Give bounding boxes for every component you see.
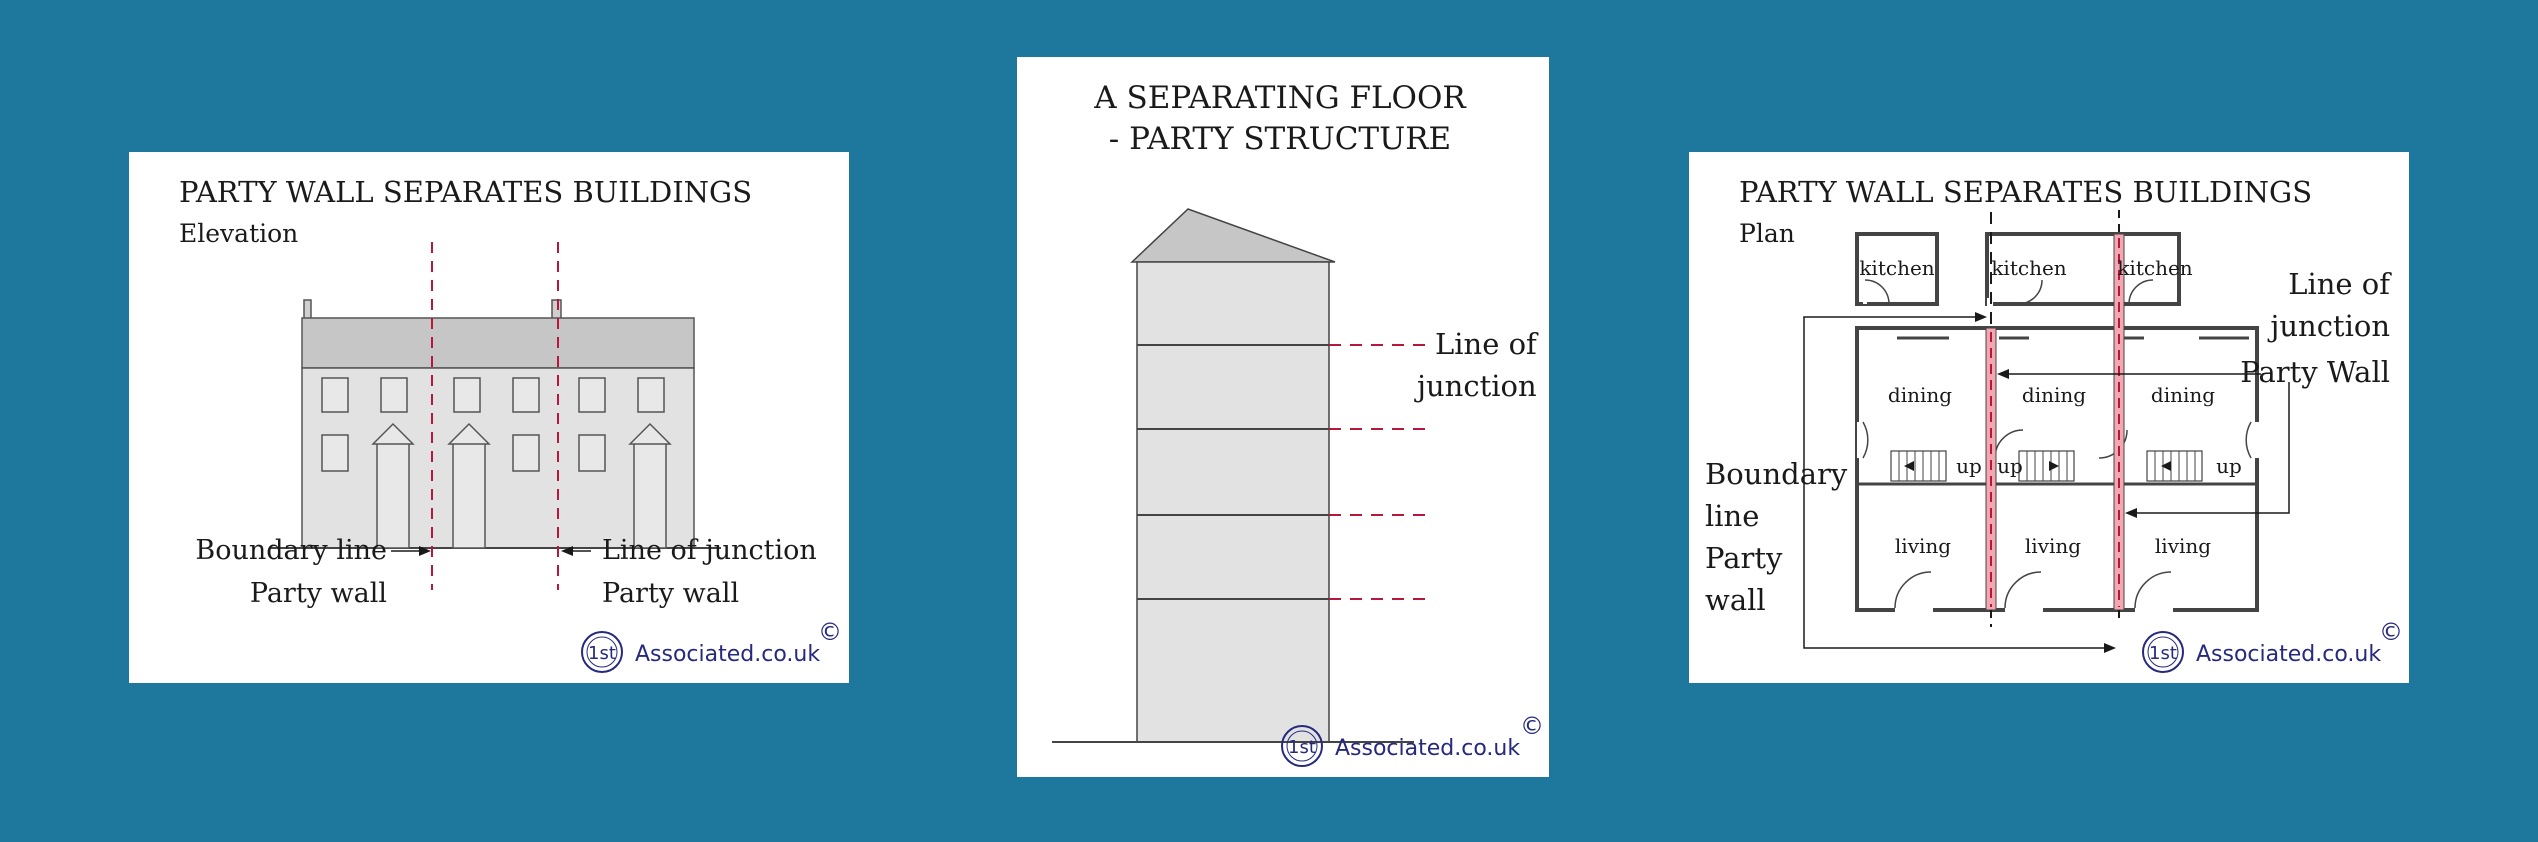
plan-junction-label-1: Line of (2288, 267, 2392, 301)
kitchen-label-3: kitchen (2117, 256, 2192, 280)
plan-boundary-label-1: Boundary (1705, 457, 1848, 491)
floor-junction-label-2: junction (1414, 369, 1537, 403)
brand-site: Associated.co.uk (635, 642, 820, 667)
front-doors (371, 422, 672, 549)
floor-junction-label-1: Line of (1435, 327, 1539, 361)
door-swings (1862, 279, 2252, 609)
terrace-roof (301, 317, 695, 369)
copyright-icon: © (2379, 618, 2403, 646)
boundary-arrowhead (419, 546, 431, 556)
boundary-bracket (1803, 316, 2107, 649)
elevation-party-wall-label-left: Party wall (250, 578, 387, 609)
elevation-boundary-label: Boundary line (195, 535, 387, 566)
kitchen-outlines (1855, 232, 2181, 306)
floor-lines (1137, 344, 1329, 600)
elevation-party-wall-label-right: Party wall (602, 578, 739, 609)
dining-label-1: dining (1888, 383, 1952, 407)
floor-title-line-2: - PARTY STRUCTURE (1109, 121, 1451, 157)
tower-body (1136, 261, 1330, 743)
junction-arrowhead (561, 546, 573, 556)
brand-badge: 1st (2149, 643, 2177, 664)
living-label-3: living (2155, 534, 2211, 558)
up-label-2: up (1997, 454, 2023, 478)
plan-subtitle: Plan (1739, 219, 1795, 248)
plan-junction-label-3: Party Wall (2240, 355, 2390, 389)
brand-logo: 1st Associated.co.uk © (581, 618, 842, 673)
terrace-facade (301, 367, 695, 549)
copyright-icon: © (818, 618, 842, 646)
dining-label-2: dining (2022, 383, 2086, 407)
separating-floor-diagram-panel: A SEPARATING FLOOR - PARTY STRUCTURE Lin… (1017, 57, 1549, 777)
plan-title: PARTY WALL SEPARATES BUILDINGS (1739, 175, 2312, 209)
boundary-bottom-arrowhead (2104, 643, 2116, 653)
plan-boundary-label-3: Party (1705, 541, 1783, 575)
brand-badge-icon (1281, 725, 1323, 767)
plan-boundary-label-4: wall (1705, 583, 1766, 617)
elevation-diagram-panel: PARTY WALL SEPARATES BUILDINGS Elevation (129, 152, 849, 683)
brand-logo: 1st Associated.co.uk © (1281, 712, 1544, 767)
copyright-icon: © (1520, 712, 1544, 740)
plan-junction-label-2: junction (2267, 309, 2390, 343)
elevation-subtitle: Elevation (179, 219, 298, 248)
stair-treads (1898, 451, 2196, 481)
elevation-diagram: PARTY WALL SEPARATES BUILDINGS Elevation (179, 175, 842, 673)
up-label-3: up (2216, 454, 2242, 478)
living-label-1: living (1895, 534, 1951, 558)
kitchen-label-1: kitchen (1859, 256, 1934, 280)
tower-roof (1130, 208, 1336, 263)
kitchen-label-2: kitchen (1991, 256, 2066, 280)
brand-badge-icon (581, 631, 623, 673)
junction-top-arrowhead (1997, 369, 2009, 379)
boundary-top-arrowhead (1975, 312, 1987, 322)
brand-badge-icon (2142, 631, 2184, 673)
plan-diagram-panel: PARTY WALL SEPARATES BUILDINGS Plan (1689, 152, 2409, 683)
internal-walls (1857, 336, 2257, 486)
brand-badge: 1st (588, 643, 616, 664)
up-label-1: up (1956, 454, 1982, 478)
junction-dashes (1329, 344, 1425, 600)
elevation-title: PARTY WALL SEPARATES BUILDINGS (179, 175, 752, 209)
brand-site: Associated.co.uk (2196, 642, 2381, 667)
floor-title-line-1: A SEPARATING FLOOR (1093, 80, 1467, 116)
junction-bracket (2005, 373, 2290, 514)
brand-logo: 1st Associated.co.uk © (2142, 618, 2403, 673)
lower-windows (321, 434, 606, 472)
plan-diagram: PARTY WALL SEPARATES BUILDINGS Plan (1705, 175, 2403, 673)
separating-floor-diagram: A SEPARATING FLOOR - PARTY STRUCTURE Lin… (1052, 80, 1544, 767)
staircases (1890, 450, 2203, 482)
brand-site: Associated.co.uk (1335, 736, 1520, 761)
elevation-junction-label: Line of junction (602, 535, 817, 566)
stair-up-arrow-icons (1904, 461, 2171, 471)
living-label-2: living (2025, 534, 2081, 558)
upper-windows (321, 377, 665, 413)
brand-badge: 1st (1288, 737, 1316, 758)
junction-bottom-arrowhead (2125, 508, 2137, 518)
plan-boundary-label-2: line (1705, 499, 1759, 533)
dining-label-3: dining (2151, 383, 2215, 407)
